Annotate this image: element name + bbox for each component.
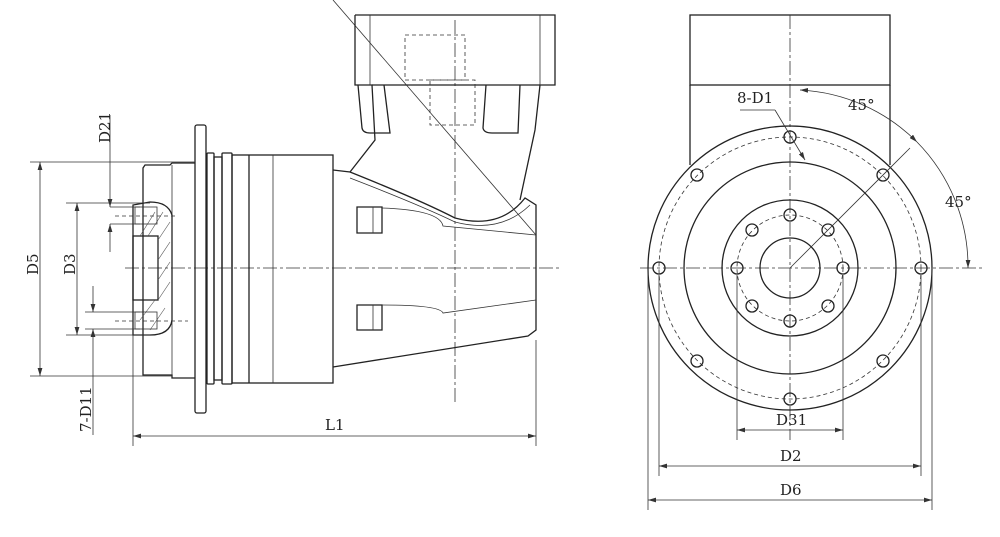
motor-housing: [349, 14, 556, 201]
label-7-d11: 7-D11: [77, 386, 95, 432]
outer-holes: [652, 130, 928, 406]
flange-plate: [194, 124, 207, 414]
inner-holes: [730, 208, 850, 328]
side-view: D21 D5 D3 7-D11 L1: [24, 0, 560, 446]
label-d3: D3: [61, 253, 79, 275]
bore: [759, 237, 821, 299]
label-d31: D31: [776, 411, 807, 429]
label-d2: D2: [780, 447, 802, 465]
label-l1: L1: [325, 416, 345, 434]
gear-cone: [332, 169, 537, 368]
housing-body: [231, 154, 334, 384]
label-angle-right: 45°: [945, 193, 972, 211]
label-d6: D6: [780, 481, 802, 499]
front-dimension-lines: [647, 268, 933, 510]
label-d21: D21: [96, 112, 114, 143]
output-shaft-section: [132, 201, 173, 336]
front-view: 8-D1 45° 45° D31 D2 D6: [640, 14, 985, 510]
bolt-circle: [658, 136, 922, 400]
dimension-lines: [30, 115, 537, 446]
label-angle-top: 45°: [848, 96, 875, 114]
label-8-d1: 8-D1: [737, 89, 773, 107]
label-d5: D5: [24, 253, 42, 275]
